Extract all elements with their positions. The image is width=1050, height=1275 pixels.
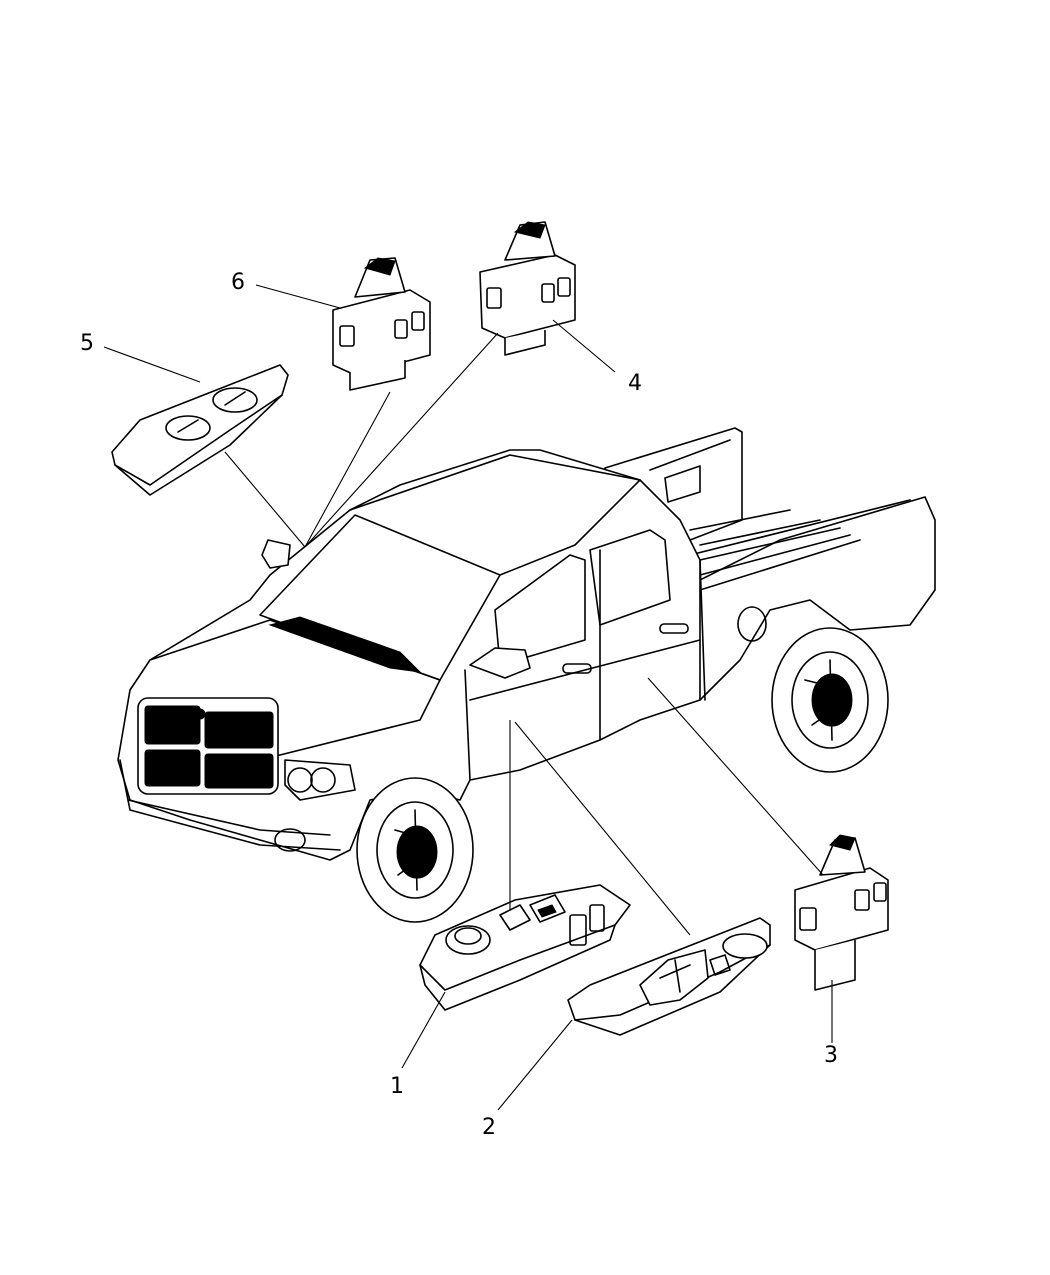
pickup-truck-illustration	[117, 427, 936, 923]
part-1-master-window-switch	[419, 884, 631, 1011]
part-5-passenger-switch-bezel	[111, 364, 289, 496]
callout-labels: 1 2 3 4 5 6	[80, 270, 838, 1140]
callout-4: 4	[628, 371, 642, 396]
callout-6: 6	[231, 270, 245, 295]
callout-1: 1	[390, 1074, 404, 1099]
part-6-window-switch	[332, 257, 431, 391]
part-2-driver-switch-bezel	[567, 917, 771, 1036]
part-4-window-switch	[479, 221, 576, 356]
callout-5: 5	[80, 331, 94, 356]
callout-3: 3	[824, 1043, 838, 1068]
part-3-window-switch	[794, 834, 889, 991]
callout-2: 2	[482, 1115, 496, 1140]
ram-head-emblem	[194, 708, 206, 720]
leader-lines	[103, 284, 833, 1111]
